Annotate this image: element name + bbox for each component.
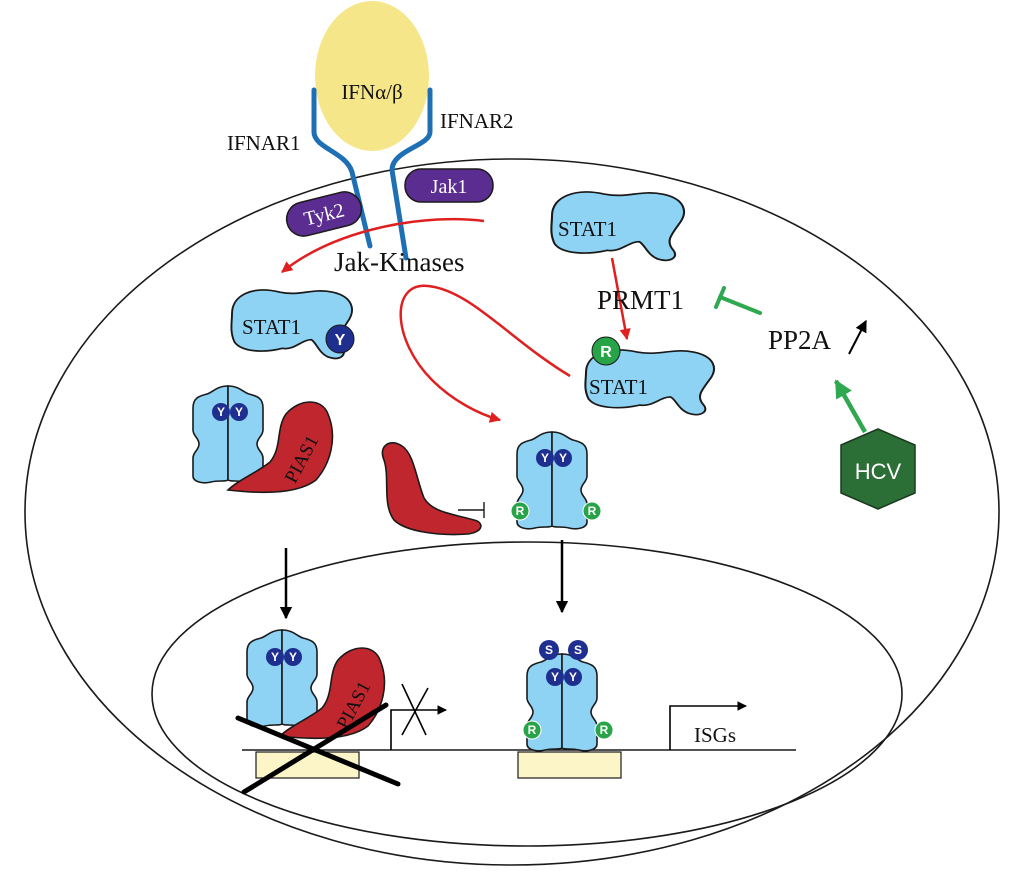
y-bead — [284, 648, 302, 666]
jak-kinases-label: Jak-Kinases — [334, 247, 464, 277]
r-bead — [510, 501, 530, 521]
ifnar1-chain — [311, 87, 373, 249]
svg-text:R: R — [528, 723, 537, 737]
hcv-label: HCV — [855, 459, 902, 484]
y-bead — [266, 648, 284, 666]
stat1-dimer-active-cyto: Y Y R R — [510, 431, 602, 530]
pias1-bound-cyto: PIAS1 — [226, 401, 334, 494]
promoter-box-left — [255, 751, 360, 779]
stat1-unmodified-monomer: STAT1 — [550, 190, 686, 262]
svg-text:Y: Y — [289, 650, 297, 664]
ifn-ligand: IFNα/β — [315, 1, 429, 151]
svg-text:Y: Y — [217, 405, 225, 419]
svg-text:S: S — [574, 643, 582, 657]
stat1-dimer-nucleus-left: Y Y — [246, 629, 318, 728]
ifnar2-chain — [389, 87, 433, 261]
inhibition-bar-icon — [458, 502, 485, 518]
r-bead: R — [591, 336, 621, 366]
s-bead — [539, 640, 559, 660]
red-arrow-phosphorylation — [281, 217, 485, 273]
tyk2-kinase: Tyk2 — [285, 191, 363, 237]
svg-text:Y: Y — [551, 670, 559, 684]
ifnar2-label: IFNAR2 — [440, 109, 514, 133]
y-bead — [212, 403, 230, 421]
stat1-methylated-label: STAT1 — [589, 375, 648, 399]
y-bead: Y — [325, 324, 355, 354]
s-bead — [568, 640, 588, 660]
r-bead — [582, 501, 602, 521]
stat1-phospho-monomer: STAT1 Y — [230, 289, 355, 360]
y-bead — [230, 403, 248, 421]
y-bead — [554, 449, 572, 467]
ifn-label: IFNα/β — [341, 80, 402, 104]
pias1-free — [381, 442, 482, 536]
svg-text:R: R — [588, 504, 597, 518]
nucleus-dimer-pias1: Y Y PIAS1 — [246, 629, 386, 740]
svg-text:Y: Y — [559, 451, 567, 465]
svg-text:Y: Y — [235, 405, 243, 419]
stat1-unmodified-label: STAT1 — [558, 217, 617, 241]
r-bead — [522, 720, 542, 740]
svg-text:R: R — [600, 723, 609, 737]
hcv-virus: HCV — [840, 428, 916, 510]
stat1-phospho-label: STAT1 — [242, 315, 301, 339]
transcription-start-arrow-icon — [669, 701, 747, 750]
y-bead — [564, 668, 582, 686]
green-arrow-hcv-pp2a — [834, 379, 867, 434]
ifnar1-label: IFNAR1 — [227, 131, 301, 155]
svg-text:Y: Y — [569, 670, 577, 684]
svg-text:S: S — [545, 643, 553, 657]
cell-membrane — [24, 158, 1000, 866]
receptor-chains — [311, 87, 433, 261]
red-arrow-methylation — [610, 257, 631, 341]
red-arrow-dimerization — [399, 284, 571, 423]
blocked-binding-cross — [235, 702, 401, 795]
inhibition-bar-icon — [714, 286, 762, 315]
y-bead — [546, 668, 564, 686]
cyto-dimer-pias1: Y Y PIAS1 — [192, 385, 334, 494]
pp2a-label: PP2A — [768, 325, 832, 355]
stat1-methylated-monomer: STAT1 R — [584, 336, 716, 416]
svg-text:Y: Y — [541, 451, 549, 465]
pp2a-up-arrow — [848, 319, 867, 355]
stat1-dimer-left: Y Y — [192, 385, 264, 484]
blocked-transcription-icon — [390, 683, 447, 750]
r-bead — [594, 720, 614, 740]
promoter-box-right — [517, 751, 622, 779]
isgs-label: ISGs — [694, 723, 736, 747]
jak1-label: Jak1 — [431, 176, 468, 198]
svg-text:Y: Y — [335, 332, 346, 349]
prmt1-label: PRMT1 — [597, 285, 684, 315]
nucleus-membrane — [151, 541, 903, 847]
jak1-kinase: Jak1 — [404, 168, 494, 203]
ifn-ellipse — [315, 1, 429, 151]
y-bead — [536, 449, 554, 467]
stat1-dimer-nucleus-active: S S Y Y R R — [522, 640, 614, 752]
svg-text:Y: Y — [271, 650, 279, 664]
svg-text:R: R — [516, 504, 525, 518]
svg-text:R: R — [600, 344, 612, 361]
